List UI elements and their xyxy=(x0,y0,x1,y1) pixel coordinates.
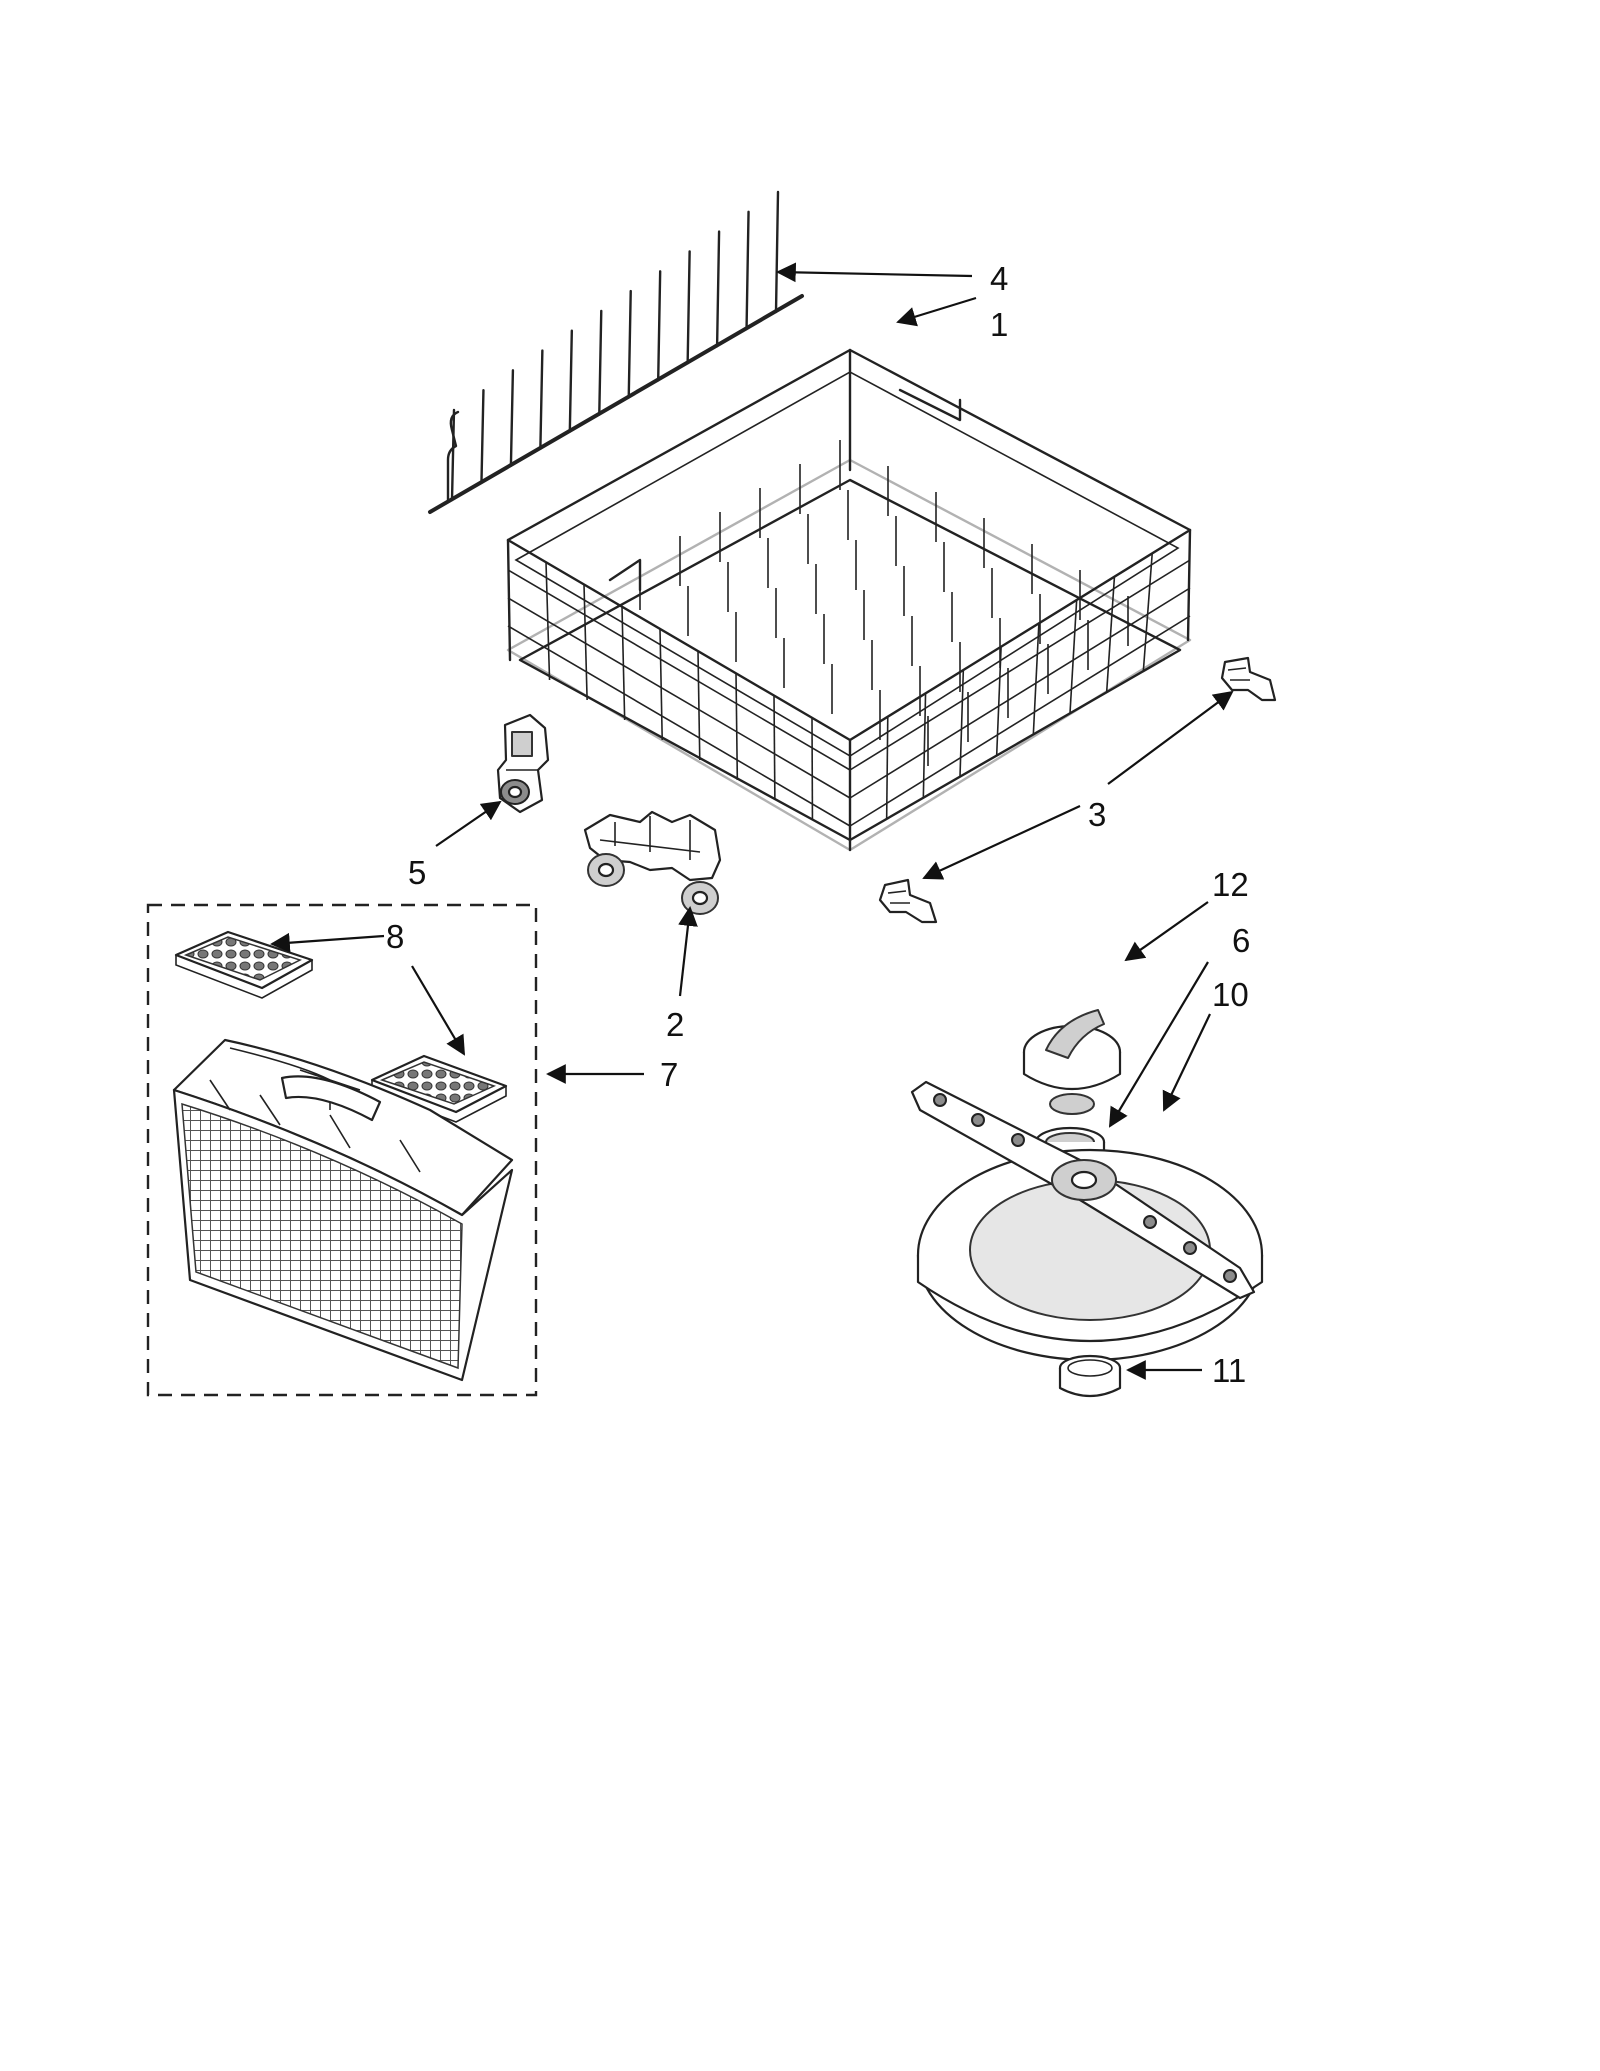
leader-lines xyxy=(270,262,1234,1380)
callout-2: 2 xyxy=(666,1006,684,1043)
silverware-basket-icon xyxy=(172,1038,514,1382)
basket-assembly-frame xyxy=(146,903,538,1397)
rack-roller-icon xyxy=(496,713,550,814)
rack-rail-stop-icon xyxy=(878,656,1277,924)
callout-3: 3 xyxy=(1088,796,1106,833)
retaining-ring-icon xyxy=(1058,1354,1122,1398)
callout-11: 11 xyxy=(1212,1352,1246,1389)
spray-arm-cap-icon xyxy=(1022,1009,1122,1115)
callout-8: 8 xyxy=(386,918,404,955)
tine-row-icon xyxy=(428,190,804,514)
callout-4: 4 xyxy=(990,260,1008,297)
callout-12: 12 xyxy=(1212,866,1249,903)
callout-5: 5 xyxy=(408,854,426,891)
callout-1: 1 xyxy=(990,306,1008,343)
callout-6: 6 xyxy=(1232,922,1250,959)
dishrack-icon xyxy=(506,348,1192,852)
callout-10: 10 xyxy=(1212,976,1249,1013)
basket-lid-icon xyxy=(174,930,508,1123)
spray-arm-assembly-icon xyxy=(910,1080,1264,1362)
rack-wheel-bracket-icon xyxy=(583,810,722,915)
callout-7: 7 xyxy=(660,1056,678,1093)
